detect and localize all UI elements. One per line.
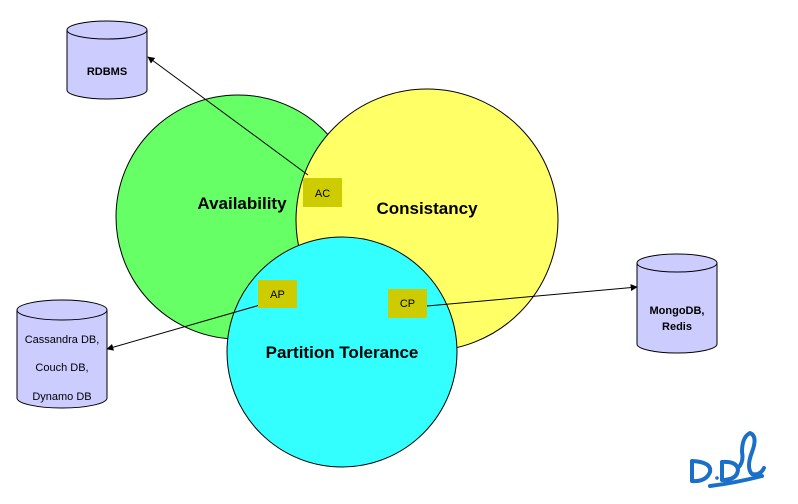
- ap-box-label: AP: [270, 289, 285, 301]
- ap-to-cassandra-arrow: [106, 304, 261, 351]
- cassandra-database: Cassandra DB, Couch DB, Dynamo DB: [16, 299, 108, 409]
- cassandra-label-line3: Dynamo DB: [32, 391, 91, 403]
- ap-box: AP: [258, 280, 297, 308]
- mongo-label-line2: Redis: [662, 321, 692, 333]
- rdbms-database: RDBMS: [66, 20, 148, 100]
- rdbms-label: RDBMS: [87, 66, 127, 78]
- partition-tolerance-label: Partition Tolerance: [266, 343, 419, 362]
- signature-logo-icon: [690, 431, 766, 488]
- cassandra-label-line2: Couch DB,: [35, 362, 88, 374]
- ac-to-rdbms-arrow: [147, 56, 309, 176]
- mongo-label-line1: MongoDB,: [650, 305, 705, 317]
- cp-to-mongo-arrow: [426, 284, 638, 307]
- cp-box: CP: [388, 289, 427, 318]
- consistancy-label: Consistancy: [376, 199, 478, 218]
- cassandra-label-line1: Cassandra DB,: [25, 334, 100, 346]
- ac-box: AC: [303, 178, 342, 207]
- cp-box-label: CP: [400, 298, 415, 310]
- availability-label: Availability: [197, 194, 287, 213]
- ac-box-label: AC: [315, 188, 330, 200]
- mongo-database: MongoDB, Redis: [636, 253, 718, 354]
